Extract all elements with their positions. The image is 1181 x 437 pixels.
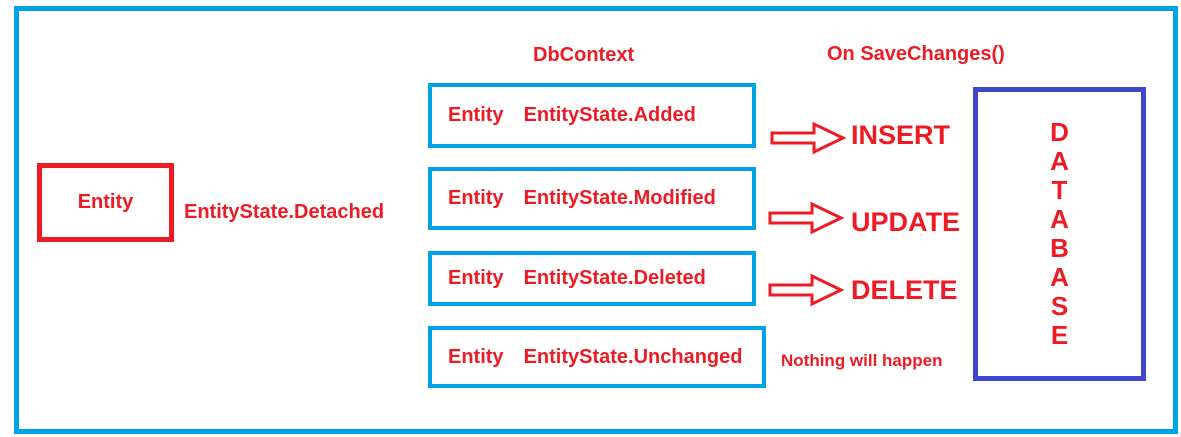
no-action-label: Nothing will happen [781,351,943,370]
database-letter: A [1050,204,1069,234]
state-label: EntityState.Deleted [523,267,706,289]
action-delete-label: DELETE [851,275,958,305]
database-letter: A [1050,262,1069,292]
state-label: EntityState.Modified [523,187,716,209]
entity-detached-box: Entity [37,163,174,242]
state-box-modified: Entity EntityState.Modified [428,167,756,230]
savechanges-title: On SaveChanges() [827,43,1005,65]
database-letter: E [1050,320,1069,350]
entity-label: Entity [448,187,504,209]
entity-label: Entity [448,345,504,368]
detached-state-label: EntityState.Detached [184,201,385,223]
right-arrow-insert-icon [770,121,846,155]
dbcontext-title: DbContext [533,44,635,66]
database-letter: D [1050,117,1069,147]
state-label: EntityState.Added [523,104,696,126]
state-box-unchanged: Entity EntityState.Unchanged [428,326,766,388]
state-box-added: Entity EntityState.Added [428,83,756,148]
entity-detached-label: Entity [77,191,134,213]
state-box-deleted: Entity EntityState.Deleted [428,251,756,306]
right-arrow-delete-icon [768,273,844,307]
right-arrow-update-icon [768,201,844,235]
database-letter: A [1050,146,1069,176]
database-letter: T [1051,175,1068,205]
action-insert-label: INSERT [851,120,951,150]
database-letter: B [1050,233,1069,263]
action-update-label: UPDATE [851,207,961,237]
database-letter: S [1050,291,1069,321]
diagram-frame [14,6,1178,434]
entity-label: Entity [448,267,504,289]
state-label: EntityState.Unchanged [523,345,743,368]
database-box: D A T A B A S E [973,87,1146,381]
entity-label: Entity [448,104,504,126]
